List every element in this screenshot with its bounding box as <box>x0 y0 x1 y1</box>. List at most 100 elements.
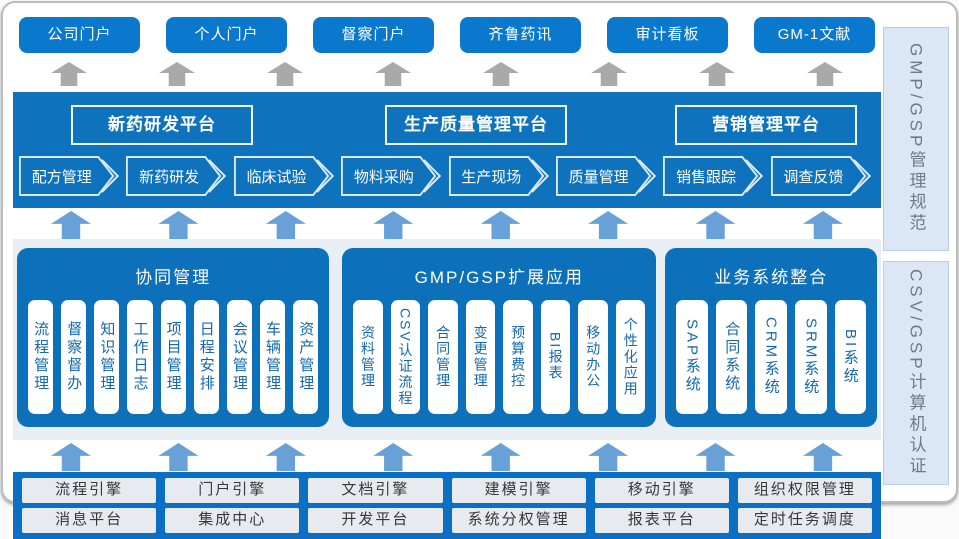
chevron-arrow-icon <box>555 156 657 196</box>
arrow-up-icon <box>373 443 414 471</box>
process-chevron: 销售跟踪 <box>663 156 767 196</box>
arrow-up-icon <box>375 62 411 86</box>
diagram-main-column: 公司门户 个人门户 督察门户 齐鲁药讯 审计看板 GM-1文献 <box>13 15 881 539</box>
foundation-band: 流程引擎 门户引擎 文档引擎 建模引擎 移动引擎 组织权限管理 消息平台 集成中… <box>13 472 881 539</box>
foundation-cell: 集成中心 <box>165 508 300 533</box>
platform-title-box: 新药研发平台 <box>71 105 253 145</box>
panels-row: 协同管理 流程管理 督察督办 知识管理 工作日志 项目管理 <box>17 248 877 427</box>
module-card: 督察督办 <box>61 300 87 414</box>
panels-backdrop: 协同管理 流程管理 督察督办 知识管理 工作日志 项目管理 <box>13 239 881 440</box>
portal-button: 个人门户 <box>166 17 287 53</box>
portal-button: 督察门户 <box>313 17 434 53</box>
foundation-cell: 移动引擎 <box>594 478 729 503</box>
chevron-arrow-icon <box>126 156 227 196</box>
arrow-up-icon <box>588 443 629 471</box>
arrow-up-icon <box>480 211 521 239</box>
panel-title: 协同管理 <box>135 268 212 287</box>
module-card-label: 变更管理 <box>472 325 489 389</box>
module-card: BI报表 <box>540 300 571 414</box>
process-chevron-label: 质量管理 <box>568 168 629 186</box>
panel-business-systems: 业务系统整合 SAP系统 合同系统 CRM系统 SRM系统 BI系统 <box>665 248 877 427</box>
module-card-label: 日程安排 <box>197 321 215 393</box>
chevron-arrow-icon <box>341 156 442 196</box>
module-card: 合同管理 <box>428 300 458 414</box>
process-chevron: 配方管理 <box>19 156 123 196</box>
module-card: 移动办公 <box>578 300 608 414</box>
foundation-cell: 门户引擎 <box>165 478 300 503</box>
module-card-label: 督察督办 <box>65 321 83 393</box>
module-card: 流程管理 <box>28 300 54 414</box>
process-chevron-label: 新药研发 <box>139 168 200 186</box>
panel-cards: 流程管理 督察督办 知识管理 工作日志 项目管理 日程安排 会议管理 <box>28 300 319 414</box>
chevron-arrow-icon <box>663 156 764 196</box>
chevron-arrow-icon <box>770 156 871 196</box>
arrow-up-icon <box>51 62 87 86</box>
foundation-cell: 消息平台 <box>22 508 157 533</box>
foundation-cell: 组织权限管理 <box>737 478 872 503</box>
chevron-arrow-icon <box>19 156 120 196</box>
arrow-up-icon <box>265 443 306 471</box>
panel-title: 业务系统整合 <box>714 268 829 287</box>
foundation-cell: 流程引擎 <box>22 478 157 503</box>
process-chain-row: 配方管理 新药研发 <box>19 156 875 196</box>
module-card: SRM系统 <box>795 300 827 414</box>
module-card: CSV认证流程 <box>390 300 421 414</box>
module-card-label: BI报表 <box>547 332 564 382</box>
arrow-up-icon <box>699 62 735 86</box>
portal-button: 审计看板 <box>607 17 728 53</box>
module-card: 车辆管理 <box>259 300 286 414</box>
arrow-up-icon <box>267 62 303 86</box>
arrow-up-icon <box>483 62 519 86</box>
foundation-cell: 报表平台 <box>594 508 729 533</box>
portal-button: GM-1文献 <box>754 17 875 53</box>
module-card: 预算费控 <box>503 300 533 414</box>
process-chevron: 质量管理 <box>555 156 660 196</box>
module-card: 合同系统 <box>715 300 748 414</box>
arrow-up-icon <box>159 62 195 86</box>
portal-button-row: 公司门户 个人门户 督察门户 齐鲁药讯 审计看板 GM-1文献 <box>13 15 881 53</box>
module-card-label: 合同管理 <box>435 325 452 389</box>
arrow-up-icon <box>265 211 306 239</box>
arrow-up-icon <box>158 443 199 471</box>
blue-arrow-row-lower <box>13 442 881 471</box>
module-card: 资料管理 <box>353 300 383 414</box>
arrow-up-icon <box>802 211 843 239</box>
module-card-label: 工作日志 <box>131 321 149 393</box>
process-chevron-label: 配方管理 <box>31 168 92 186</box>
module-card: 资产管理 <box>293 300 319 414</box>
process-chevron-label: 生产现场 <box>461 168 522 186</box>
foundation-row-2: 消息平台 集成中心 开发平台 系统分权管理 报表平台 定时任务调度 <box>22 508 872 533</box>
foundation-row-1: 流程引擎 门户引擎 文档引擎 建模引擎 移动引擎 组织权限管理 <box>22 478 872 503</box>
side-label-csv-gsp-certification: CSV/GSP计算机认证 <box>883 261 949 485</box>
arrow-up-icon <box>158 211 199 239</box>
side-label-text: CSV/GSP计算机认证 <box>906 268 926 478</box>
foundation-cell: 建模引擎 <box>451 478 586 503</box>
module-card-label: 预算费控 <box>510 325 527 389</box>
module-card-label: 知识管理 <box>98 321 116 393</box>
side-label-text: GMP/GSP管理规范 <box>906 43 926 235</box>
module-card: SAP系统 <box>676 300 708 414</box>
side-label-gmp-gsp-standard: GMP/GSP管理规范 <box>883 27 949 251</box>
chevron-arrow-icon <box>233 156 334 196</box>
process-chevron-label: 临床试验 <box>246 168 307 186</box>
module-card-label: 合同系统 <box>723 321 741 393</box>
arrow-up-icon <box>591 62 627 86</box>
foundation-cell: 定时任务调度 <box>737 508 872 533</box>
process-chevron-label: 销售跟踪 <box>676 168 737 186</box>
side-label-column: GMP/GSP管理规范 CSV/GSP计算机认证 <box>883 27 949 485</box>
foundation-cell: 文档引擎 <box>308 478 443 503</box>
module-card-label: 项目管理 <box>164 321 182 393</box>
module-card-label: 会议管理 <box>230 321 248 393</box>
platform-title-box: 营销管理平台 <box>675 105 857 145</box>
panel-cards: SAP系统 合同系统 CRM系统 SRM系统 BI系统 <box>676 300 867 414</box>
module-card: CRM系统 <box>755 300 787 414</box>
platform-title-row: 新药研发平台 生产质量管理平台 营销管理平台 <box>19 105 875 145</box>
arrow-up-icon <box>51 443 91 471</box>
panel-cards: 资料管理 CSV认证流程 合同管理 变更管理 预算费控 BI报表 移动办公 <box>353 300 646 414</box>
module-card-label: BI系统 <box>841 328 859 386</box>
process-chevron: 调查反馈 <box>770 156 875 196</box>
arrow-up-icon <box>802 443 843 471</box>
panel-title: GMP/GSP扩展应用 <box>414 268 585 287</box>
arrow-up-icon <box>588 211 629 239</box>
arrow-up-icon <box>695 443 736 471</box>
